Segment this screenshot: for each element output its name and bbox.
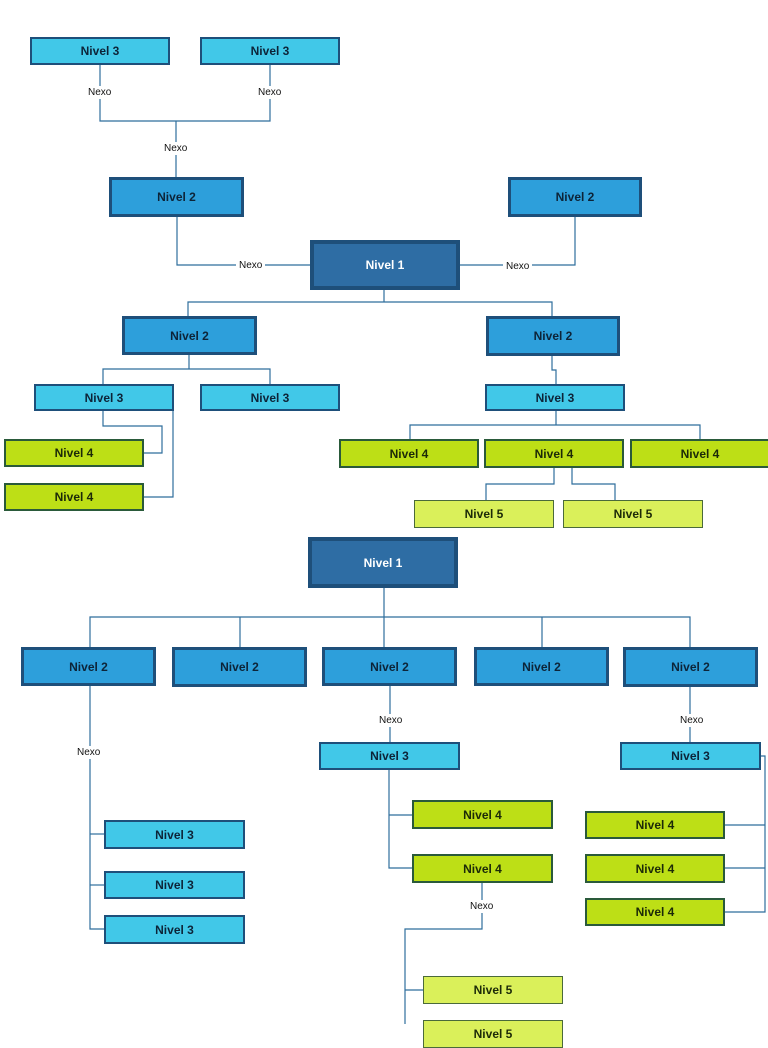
- connector-n4-to-n5a: [485, 468, 555, 500]
- nivel5-node: Nivel 5: [563, 500, 703, 528]
- nivel5-node: Nivel 5: [423, 1020, 563, 1048]
- node-label: Nivel 2: [522, 659, 561, 674]
- node-label: Nivel 3: [671, 749, 710, 763]
- node-label: Nivel 4: [463, 861, 502, 876]
- node-label: Nivel 3: [155, 878, 194, 892]
- node-label: Nivel 4: [680, 446, 720, 461]
- nivel3-node: Nivel 3: [30, 37, 170, 65]
- node-label: Nivel 3: [370, 749, 409, 763]
- node-label: Nivel 3: [250, 390, 290, 405]
- node-label: Nivel 4: [534, 446, 574, 461]
- nexo-label: Nexo: [85, 86, 115, 99]
- nivel5-node: Nivel 5: [414, 500, 554, 528]
- node-label: Nivel 3: [535, 390, 575, 405]
- nexo-label: Nexo: [503, 260, 533, 273]
- node-label: Nivel 2: [170, 328, 209, 343]
- node-label: Nivel 5: [464, 507, 504, 521]
- nivel3-node: Nivel 3: [104, 871, 245, 899]
- nexo-label: Nexo: [467, 900, 497, 913]
- node-label: Nivel 2: [370, 659, 409, 674]
- node-label: Nivel 2: [555, 190, 595, 204]
- nivel3-node: Nivel 3: [104, 915, 245, 944]
- nivel2-node: Nivel 2: [474, 647, 609, 686]
- node-label: Nivel 5: [473, 983, 513, 997]
- nivel4-node: Nivel 4: [585, 898, 725, 926]
- node-label: Nivel 4: [389, 446, 429, 461]
- nivel3-node: Nivel 3: [200, 37, 340, 65]
- nivel4-node: Nivel 4: [412, 854, 553, 883]
- nexo-label: Nexo: [677, 714, 707, 727]
- node-label: Nivel 2: [157, 190, 196, 204]
- node-label: Nivel 4: [54, 446, 94, 460]
- node-label: Nivel 2: [533, 329, 573, 343]
- connector-n4-to-n5b: [571, 468, 616, 500]
- nivel3-node: Nivel 3: [34, 384, 174, 411]
- nivel3-node: Nivel 3: [485, 384, 625, 411]
- nivel4-node: Nivel 4: [630, 439, 768, 468]
- nivel4-node: Nivel 4: [4, 483, 144, 511]
- nivel2-node: Nivel 2: [122, 316, 257, 355]
- connector-n3b-to-n4: [409, 424, 701, 439]
- connector-n2a-to-n3: [89, 686, 104, 930]
- nivel2-node: Nivel 2: [172, 647, 307, 687]
- connector-n3-to-n4b: [144, 411, 174, 498]
- connector-n2a-to-n3: [102, 368, 271, 384]
- connector-lines: [89, 65, 766, 1024]
- connector-n3-to-n4a: [102, 411, 163, 454]
- connector-root-to-lower-n2: [187, 301, 553, 316]
- nivel2-node: Nivel 2: [508, 177, 642, 217]
- node-label: Nivel 4: [54, 490, 94, 504]
- nivel4-node: Nivel 4: [4, 439, 144, 467]
- nivel2-node: Nivel 2: [109, 177, 244, 217]
- node-label: Nivel 5: [473, 1027, 513, 1041]
- nexo-label: Nexo: [161, 142, 191, 155]
- node-label: Nivel 4: [635, 818, 675, 832]
- connector-n2-right-to-root: [460, 217, 576, 266]
- nexo-label: Nexo: [376, 714, 406, 727]
- node-label: Nivel 3: [84, 390, 124, 405]
- node-label: Nivel 4: [635, 861, 675, 876]
- nexo-label: Nexo: [74, 746, 104, 759]
- nivel3-node: Nivel 3: [200, 384, 340, 411]
- connector-root2-to-n2: [89, 616, 691, 647]
- nivel2-node: Nivel 2: [322, 647, 457, 686]
- node-label: Nivel 3: [250, 44, 290, 58]
- nivel2-node: Nivel 2: [623, 647, 758, 687]
- node-label: Nivel 1: [365, 258, 405, 272]
- nivel5-node: Nivel 5: [423, 976, 563, 1004]
- connector-n2b-to-n3: [551, 356, 557, 384]
- nivel4-node: Nivel 4: [585, 811, 725, 839]
- node-label: Nivel 4: [463, 807, 502, 822]
- nivel3-node: Nivel 3: [620, 742, 761, 770]
- nexo-label: Nexo: [236, 259, 266, 272]
- nivel1-node: Nivel 1: [310, 240, 460, 290]
- nivel3-node: Nivel 3: [319, 742, 460, 770]
- node-label: Nivel 3: [155, 922, 194, 937]
- node-label: Nivel 2: [671, 660, 710, 674]
- node-label: Nivel 3: [80, 44, 120, 58]
- node-label: Nivel 1: [363, 555, 403, 570]
- node-label: Nivel 2: [69, 659, 108, 674]
- nivel4-node: Nivel 4: [412, 800, 553, 829]
- node-label: Nivel 5: [613, 507, 653, 521]
- connector-n3e-to-n4: [725, 755, 766, 913]
- nivel2-node: Nivel 2: [486, 316, 620, 356]
- connector-n3-pair: [99, 65, 271, 122]
- node-label: Nivel 4: [635, 905, 675, 919]
- connector-n2-left-to-root: [176, 217, 310, 266]
- nivel4-node: Nivel 4: [339, 439, 479, 468]
- nivel2-node: Nivel 2: [21, 647, 156, 686]
- connector-n3c-to-n4: [388, 770, 412, 869]
- nivel3-node: Nivel 3: [104, 820, 245, 849]
- nivel4-node: Nivel 4: [484, 439, 624, 468]
- node-label: Nivel 3: [155, 827, 194, 842]
- node-label: Nivel 2: [220, 660, 259, 674]
- nivel4-node: Nivel 4: [585, 854, 725, 883]
- nivel1-node: Nivel 1: [308, 537, 458, 588]
- nexo-label: Nexo: [255, 86, 285, 99]
